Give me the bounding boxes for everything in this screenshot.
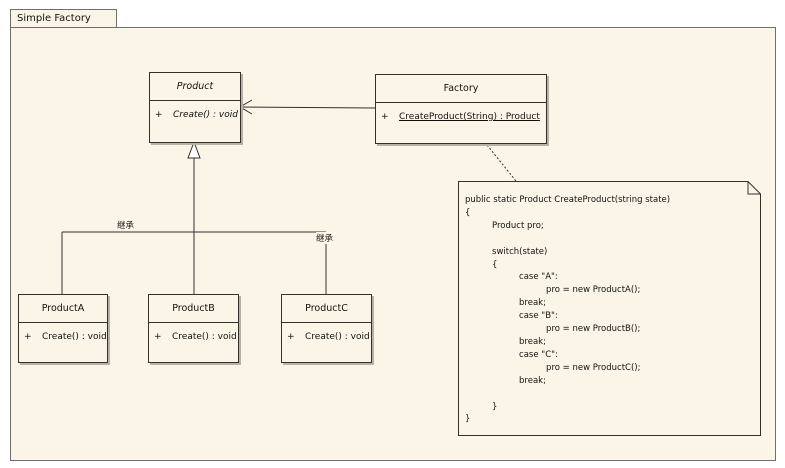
product-create-operation: Create() : void [173,110,238,120]
product-a-class[interactable]: ProductA + Create() : void [18,294,108,363]
factory-operations: + CreateProduct(String) : Product [376,103,546,122]
generalization-triangle [187,140,201,159]
note-code-text: public static Product CreateProduct(stri… [465,195,671,425]
product-b-create-operation: Create() : void [172,332,237,342]
visibility-marker: + [24,332,32,342]
product-b-class-name: ProductB [149,295,238,323]
note-anchor-line [486,144,517,182]
product-operations: + Create() : void [150,101,240,120]
product-c-class[interactable]: ProductC + Create() : void [281,294,372,363]
product-b-operations: + Create() : void [149,323,238,342]
code-note[interactable]: public static Product CreateProduct(stri… [458,181,761,436]
inherit-label-a: 继承 [117,221,135,231]
factory-createproduct-operation: CreateProduct(String) : Product [399,112,540,122]
product-c-create-operation: Create() : void [305,332,370,342]
inherit-label-c: 继承 [316,232,334,244]
visibility-marker: + [287,332,295,342]
product-a-operations: + Create() : void [19,323,107,342]
dependency-line [239,106,376,109]
product-class-name: Product [150,73,240,101]
visibility-marker: + [381,112,389,122]
product-a-create-operation: Create() : void [42,332,107,342]
visibility-marker: + [155,110,163,120]
factory-class[interactable]: Factory + CreateProduct(String) : Product [375,74,547,144]
package-tab[interactable]: Simple Factory [10,9,117,27]
product-c-operations: + Create() : void [282,323,371,342]
factory-class-name: Factory [376,75,546,103]
product-c-class-name: ProductC [282,295,371,323]
product-a-class-name: ProductA [19,295,107,323]
product-b-class[interactable]: ProductB + Create() : void [148,294,239,363]
visibility-marker: + [154,332,162,342]
product-class[interactable]: Product + Create() : void [149,72,241,143]
note-shape [458,181,761,436]
